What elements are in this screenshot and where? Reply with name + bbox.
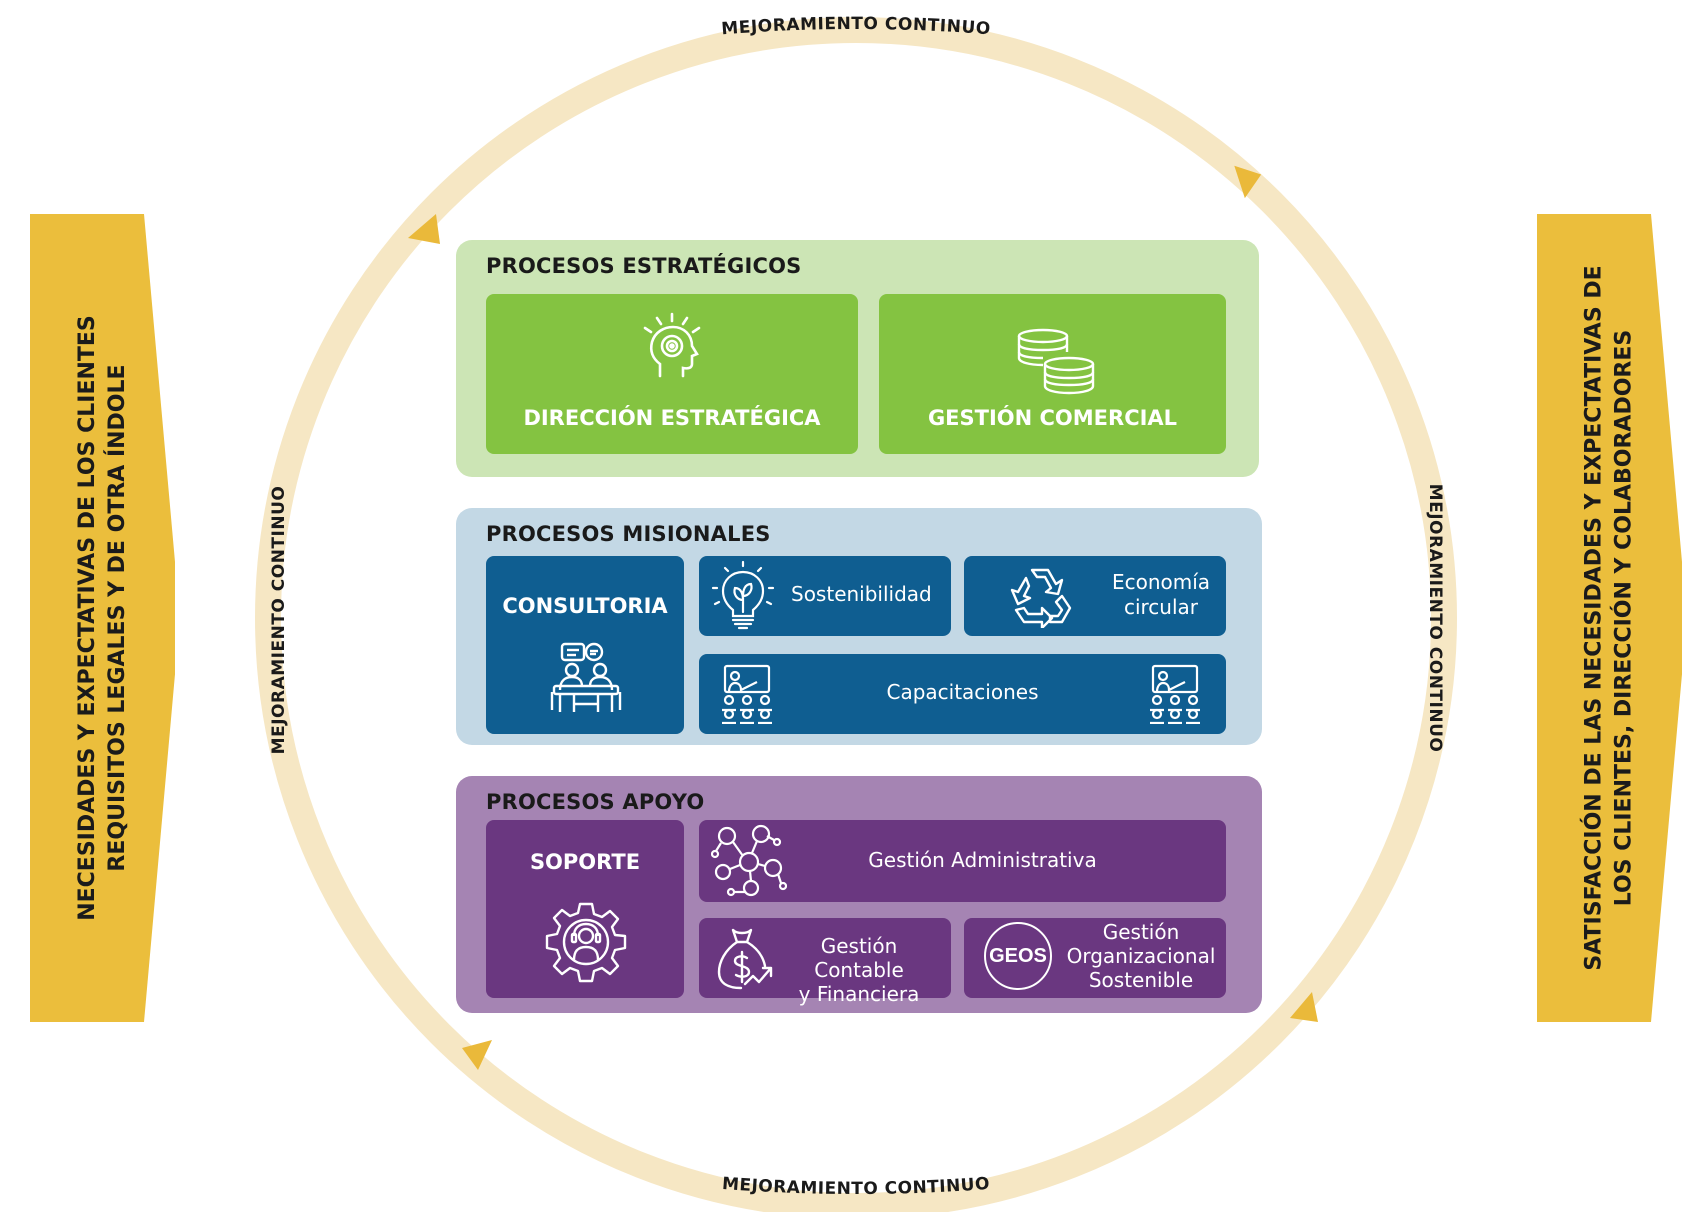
- meeting-icon: [548, 640, 624, 716]
- commercial-management-label: GESTIÓN COMERCIAL: [927, 406, 1178, 430]
- output-arrow: [1537, 214, 1682, 1022]
- sustainable-organizational-label-line-2: Organizacional: [1066, 944, 1216, 968]
- sustainable-organizational-label-line-1: Gestión: [1102, 920, 1180, 944]
- output-line-1: SATISFACCIÓN DE LAS NECESIDADES Y EXPECT…: [1581, 265, 1607, 971]
- accounting-finance-box[interactable]: Gestión Contable y Financiera: [699, 918, 951, 1006]
- strategic-title: PROCESOS ESTRATÉGICOS: [486, 254, 802, 278]
- cycle-arrow-bottom-left-icon: [462, 1040, 492, 1070]
- input-line-2: REQUISITOS LEGALES Y DE OTRA ÍNDOLE: [104, 364, 130, 872]
- administrative-management-label: Gestión Administrativa: [868, 848, 1097, 872]
- sustainability-box[interactable]: Sostenibilidad: [699, 556, 951, 636]
- consulting-box[interactable]: CONSULTORIA: [486, 556, 684, 734]
- sustainable-organizational-box[interactable]: GEOS Gestión Organizacional Sostenible: [964, 918, 1226, 998]
- support-processes-section: PROCESOS APOYO SOPORTE Gestión Administr…: [456, 776, 1262, 1013]
- input-line-1: NECESIDADES Y EXPECTATIVAS DE LOS CLIENT…: [74, 315, 100, 921]
- coins-icon: [1017, 328, 1097, 396]
- circular-economy-box[interactable]: Economía circular: [964, 556, 1226, 636]
- administrative-management-box[interactable]: Gestión Administrativa: [699, 820, 1226, 902]
- classroom-icon: [1147, 664, 1203, 724]
- accounting-finance-label-line-2: y Financiera: [798, 982, 920, 1006]
- missional-title: PROCESOS MISIONALES: [486, 522, 771, 546]
- cycle-arrow-bottom-right-icon: [1290, 992, 1318, 1022]
- sustainability-label: Sostenibilidad: [791, 582, 932, 606]
- missional-processes-section: PROCESOS MISIONALES CONSULTORIA: [456, 508, 1262, 745]
- classroom-icon: [719, 664, 775, 724]
- cycle-ring: [255, 17, 1457, 1212]
- support-title: PROCESOS APOYO: [486, 790, 705, 814]
- input-arrow: [30, 214, 175, 1022]
- circular-economy-label-line-1: Economía: [1111, 570, 1211, 594]
- cycle-label-left: MEJORAMIENTO CONTINUO: [269, 486, 289, 755]
- cycle-arrow-top-left-icon: [408, 214, 440, 244]
- lightbulb-leaf-icon: [709, 560, 777, 632]
- geos-logo: GEOS: [984, 922, 1052, 990]
- head-target-icon: [636, 312, 708, 384]
- strategic-direction-box[interactable]: DIRECCIÓN ESTRATÉGICA: [486, 294, 858, 454]
- output-arrow-text: SATISFACCIÓN DE LAS NECESIDADES Y EXPECT…: [1537, 214, 1682, 1022]
- sustainable-organizational-label-line-3: Sostenible: [1088, 968, 1194, 992]
- geos-logo-text: GEOS: [984, 922, 1052, 990]
- cycle-label-bottom: MEJORAMIENTO CONTINUO: [721, 1174, 990, 1199]
- circular-economy-label-line-2: circular: [1123, 595, 1199, 619]
- strategic-processes-section: PROCESOS ESTRATÉGICOS DIRECCIÓN ESTRATÉG…: [456, 240, 1259, 477]
- consulting-label: CONSULTORIA: [502, 594, 668, 618]
- commercial-management-box[interactable]: GESTIÓN COMERCIAL: [879, 294, 1226, 454]
- money-bag-icon: [715, 926, 773, 992]
- training-box[interactable]: Capacitaciones: [699, 654, 1226, 734]
- input-arrow-text: NECESIDADES Y EXPECTATIVAS DE LOS CLIENT…: [30, 214, 175, 1022]
- strategic-direction-label: DIRECCIÓN ESTRATÉGICA: [523, 406, 821, 430]
- sustainable-organizational-label: Gestión Organizacional Sostenible: [1060, 920, 1222, 992]
- network-people-icon: [711, 824, 787, 898]
- cycle-label-right: MEJORAMIENTO CONTINUO: [1425, 484, 1445, 753]
- training-label: Capacitaciones: [886, 680, 1039, 704]
- support-box[interactable]: SOPORTE: [486, 820, 684, 998]
- support-label: SOPORTE: [529, 850, 641, 874]
- circular-economy-label: Economía circular: [1106, 570, 1216, 620]
- accounting-finance-label: Gestión Contable y Financiera: [773, 934, 945, 1006]
- gear-operator-icon: [544, 900, 628, 984]
- cycle-arrow-top-right-icon: [1234, 165, 1262, 199]
- accounting-finance-label-line-1: Gestión Contable: [814, 934, 904, 982]
- recycle-icon: [1008, 564, 1074, 628]
- output-line-2: LOS CLIENTES, DIRECCIÓN Y COLABORADORES: [1611, 329, 1637, 907]
